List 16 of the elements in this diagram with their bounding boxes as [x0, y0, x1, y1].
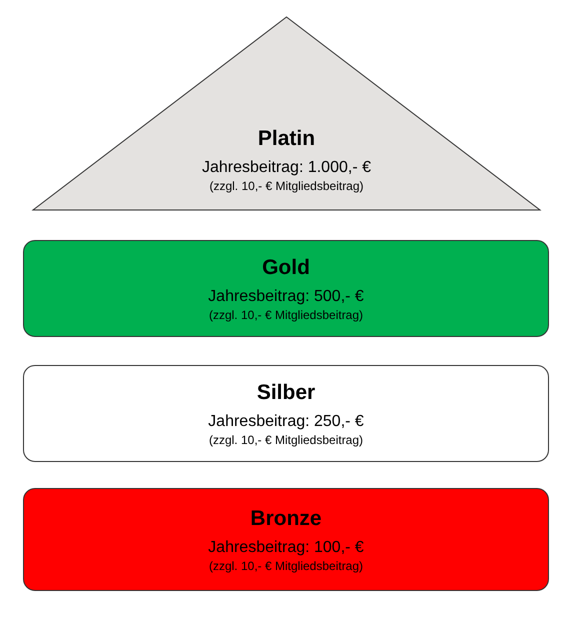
tier-box	[23, 240, 549, 337]
tier-title: Silber	[256, 380, 316, 406]
annual-fee: Jahresbeitrag: 250,- €	[208, 412, 364, 432]
tier-box	[23, 365, 549, 462]
membership-fee-note: (zzgl. 10,- € Mitgliedsbeitrag)	[208, 306, 364, 322]
membership-fee-note: (zzgl. 10,- € Mitgliedsbeitrag)	[208, 432, 364, 448]
annual-fee: Jahresbeitrag: 500,- €	[208, 286, 364, 306]
tier-title: Bronze	[250, 506, 322, 532]
membership-fee-note: (zzgl. 10,- € Mitgliedsbeitrag)	[209, 178, 364, 194]
pyramid-top-triangle	[33, 17, 540, 210]
annual-fee: Jahresbeitrag: 100,- €	[208, 538, 364, 558]
tier-title: Platin	[258, 126, 316, 152]
tier-title: Gold	[262, 254, 310, 280]
tier-box	[23, 488, 549, 591]
annual-fee: Jahresbeitrag: 1.000,- €	[202, 158, 371, 178]
membership-fee-note: (zzgl. 10,- € Mitgliedsbeitrag)	[208, 558, 364, 574]
